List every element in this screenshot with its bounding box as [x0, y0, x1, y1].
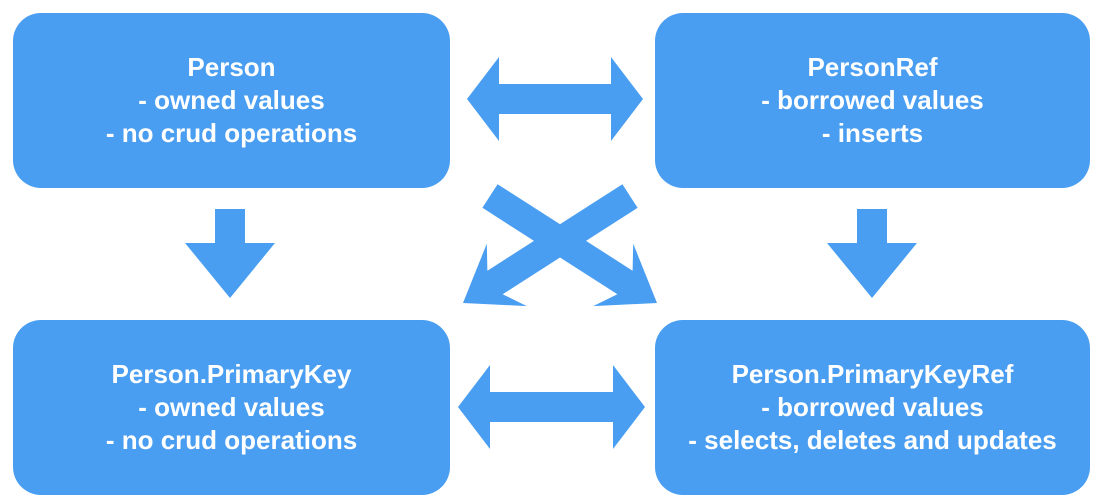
box-personref: PersonRef - borrowed values - inserts — [655, 13, 1090, 188]
box-person: Person - owned values - no crud operatio… — [13, 13, 450, 188]
arrow-person-primarykey-down-icon — [185, 209, 275, 298]
box-primarykeyref: Person.PrimaryKeyRef - borrowed values -… — [655, 320, 1090, 495]
box-person-title: Person — [187, 52, 276, 82]
box-primarykeyref-title: Person.PrimaryKeyRef — [731, 359, 1014, 389]
box-primarykey-line: - no crud operations — [105, 425, 358, 455]
box-personref-title: PersonRef — [807, 52, 938, 82]
arrow-personref-primarykey-diagonal-icon — [463, 184, 638, 307]
box-personref-line: - borrowed values — [761, 85, 984, 115]
box-primarykey: Person.PrimaryKey - owned values - no cr… — [13, 320, 450, 495]
box-primarykey-line: - owned values — [138, 392, 325, 422]
arrow-personref-primarykeyref-down-icon — [827, 209, 917, 298]
box-primarykeyref-line: - borrowed values — [761, 392, 984, 422]
box-person-line: - owned values — [138, 85, 325, 115]
box-primarykeyref-line: - selects, deletes and updates — [688, 425, 1057, 455]
box-primarykey-title: Person.PrimaryKey — [111, 359, 352, 389]
box-personref-line: - inserts — [821, 118, 924, 148]
box-person-line: - no crud operations — [105, 118, 358, 148]
arrow-person-personref-icon — [467, 57, 643, 141]
arrow-primarykey-primarykeyref-icon — [458, 365, 645, 449]
